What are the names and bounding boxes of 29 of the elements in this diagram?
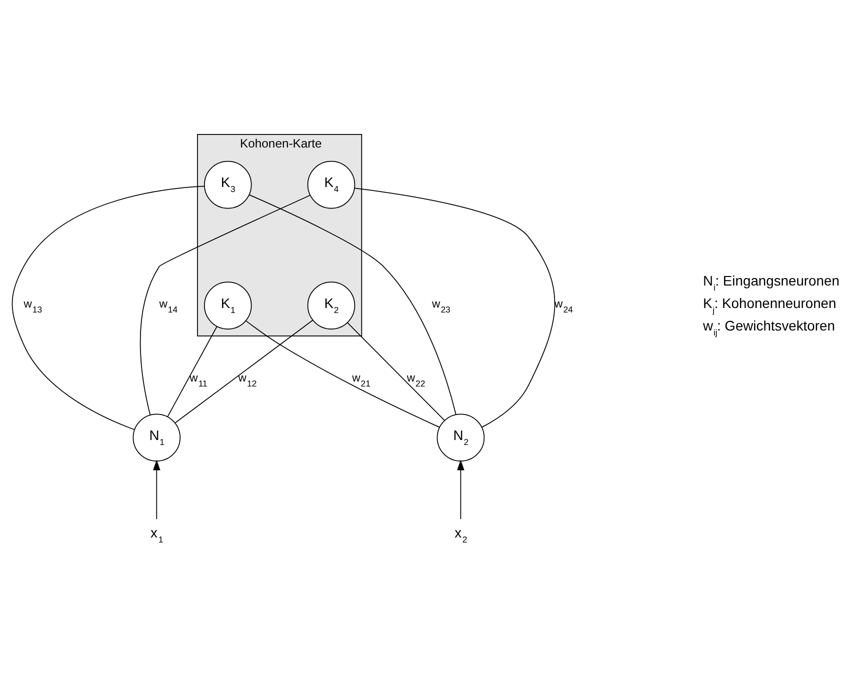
edge-label: w$_{23}$ <box>432 298 450 314</box>
edge-label: w$_{11}$ <box>190 372 208 388</box>
label: K$_{j}$: Kohonenneuronen <box>703 294 836 314</box>
node-circle: N$_{2}$ <box>436 413 485 461</box>
edge-label: w$_{21}$ <box>352 372 370 388</box>
node-text: x$_{2}$ <box>454 524 468 544</box>
connector <box>12 185 205 430</box>
node-circle: K$_{3}$ <box>204 160 252 208</box>
edge-label: w$_{13}$ <box>24 298 42 314</box>
label: w$_{ij}$: Gewichtsvektoren <box>703 317 835 338</box>
connector <box>354 187 556 428</box>
edge-label: w$_{14}$ <box>159 298 178 314</box>
connector <box>248 194 456 414</box>
connector <box>140 194 311 415</box>
edge-label: w$_{12}$ <box>238 372 257 388</box>
node-circle: N$_{1}$ <box>132 413 181 461</box>
label: N$_{i}$: Eingangsneuronen <box>703 272 840 292</box>
connector <box>246 320 440 428</box>
node-circle: K$_{1}$ <box>204 281 252 329</box>
connector <box>347 322 445 420</box>
edge-label: w$_{22}$ <box>406 372 426 388</box>
node-circle: K$_{4}$ <box>307 160 356 208</box>
arrow <box>153 459 160 520</box>
connector <box>174 319 314 423</box>
node-text: x$_{1}$ <box>150 524 164 544</box>
edge-label: w$_{24}$ <box>554 298 573 314</box>
connector <box>167 326 218 417</box>
arrow <box>457 459 464 520</box>
node-circle: K$_{2}$ <box>307 281 356 329</box>
